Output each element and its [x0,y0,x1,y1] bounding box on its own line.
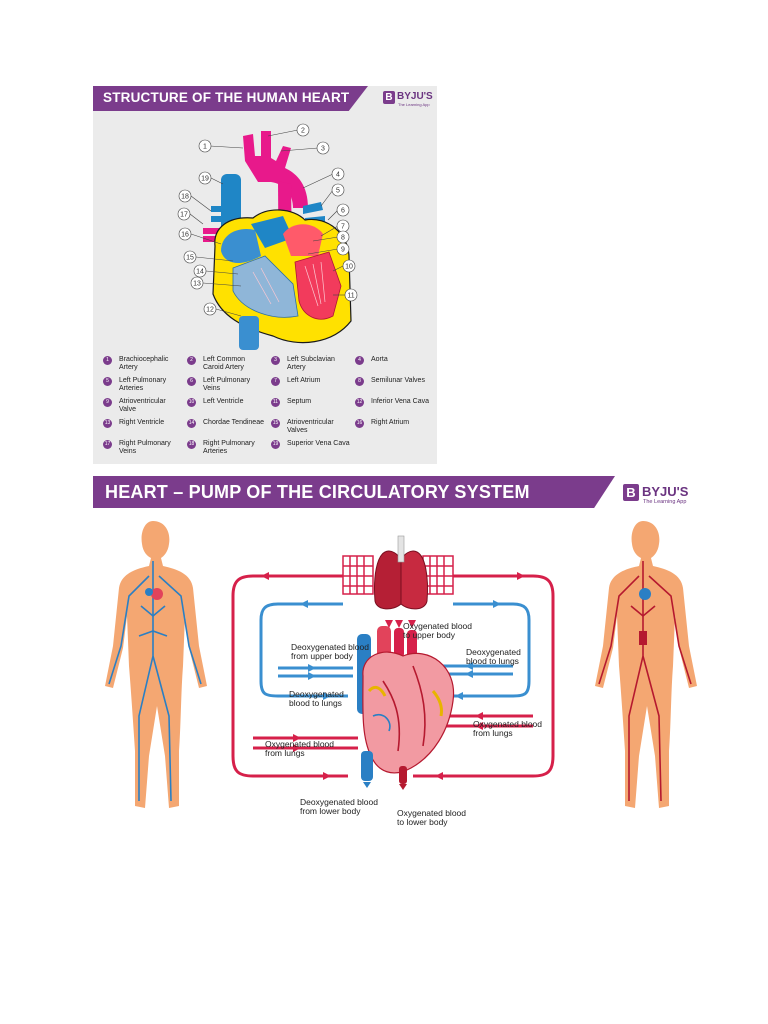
callout-5: 5 [336,188,340,195]
callout-14: 14 [196,269,204,276]
legend-number-badge: 10 [187,398,196,407]
heart-illustration [357,620,455,790]
legend-label: Chordae Tendineae [203,419,264,426]
red-flow-arrows [261,572,525,780]
legend-label: Semilunar Valves [371,377,425,384]
callout-1: 1 [203,144,207,151]
legend-number-badge: 11 [271,398,280,407]
legend-number-badge: 9 [103,398,112,407]
callout-10: 10 [345,264,353,271]
legend-number-badge: 16 [355,419,364,428]
legend-number-badge: 15 [271,419,280,428]
legend-number-badge: 13 [103,419,112,428]
callout-6: 6 [341,208,345,215]
left-pulmonary-arteries [303,202,325,224]
callout-markers [177,123,358,317]
body-arteries-figure [595,521,697,808]
legend-label: Atrioventricular Valves [287,419,334,434]
callout-8: 8 [341,235,345,242]
logo-mark: B [623,484,639,501]
inferior-vena-cava [239,316,259,350]
legend-number-badge: 12 [355,398,364,407]
left-ventricle [294,251,342,320]
legend-label: Right Ventricle [119,419,165,426]
right-ventricle [232,255,299,318]
chordae-tendineae [252,261,326,307]
logo-name: BYJU'S [397,91,433,102]
callout-17: 17 [180,212,188,219]
callout-12: 12 [206,307,214,314]
legend-number-badge: 2 [187,356,196,365]
legend-number-badge: 19 [271,440,280,449]
legend-number-badge: 4 [355,356,364,365]
legend-number-badge: 18 [187,440,196,449]
legend-label: Left Pulmonary Veins [203,377,251,392]
logo-tagline: The Learning App [398,102,430,107]
callout-16: 16 [181,232,189,239]
callout-13: 13 [193,281,201,288]
callout-4: 4 [336,172,340,179]
legend-number-badge: 6 [187,377,196,386]
logo-mark: B [383,91,395,104]
body-veins-figure [105,521,207,808]
legend-label: Left Subclavian Artery [287,356,335,371]
legend-label: Left Atrium [287,377,321,384]
legend-label: Right Atrium [371,419,410,426]
legend-number-badge: 3 [271,356,280,365]
heart-structure-panel: STRUCTURE OF THE HUMAN HEART B BYJU'S Th… [93,86,437,464]
legend-number-badge: 1 [103,356,112,365]
circulation-diagram [105,521,697,808]
callout-15: 15 [186,255,194,262]
callout-3: 3 [321,146,325,153]
lung-capillaries [342,555,454,595]
callout-numbers: 1 2 3 4 5 6 7 8 9 10 11 12 13 14 15 16 1… [180,128,355,314]
callout-19: 19 [201,176,209,183]
legend-label: Superior Vena Cava [287,440,350,447]
callout-7: 7 [341,224,345,231]
heart-cross-section: 1 2 3 4 5 6 7 8 9 10 11 12 13 14 15 16 1… [177,123,358,350]
callout-18: 18 [181,194,189,201]
lungs-illustration [374,535,428,610]
panel-title: HEART – PUMP OF THE CIRCULATORY SYSTEM [105,482,530,502]
aorta-arch [243,131,308,208]
logo-name: BYJU'S [642,484,689,499]
pulmonary-trunk [251,216,293,248]
legend-label: Aorta [371,356,388,363]
panel-title: STRUCTURE OF THE HUMAN HEART [103,90,350,105]
blue-flow-arrows [300,600,501,700]
legend-label: Inferior Vena Cava [371,398,429,405]
right-pulmonary-arteries [211,206,227,222]
legend-number-badge: 5 [103,377,112,386]
legend-label: Atrioventricular Valve [119,398,166,413]
title-banner: HEART – PUMP OF THE CIRCULATORY SYSTEM [93,476,615,508]
legend-label: Left Ventricle [203,398,244,405]
legend-label: Right Pulmonary Veins [119,440,171,455]
legend-label: Brachiocephalic Artery [119,356,169,371]
legend-label: Left Pulmonary Arteries [119,377,167,392]
logo-tagline: The Learning App [643,499,687,505]
legend-number-badge: 14 [187,419,196,428]
callout-11: 11 [347,293,354,300]
legend-label: Right Pulmonary Arteries [203,440,255,455]
legend-label: Left Common Caroid Artery [203,356,246,371]
left-atrium [283,224,323,256]
legend-number-badge: 8 [355,377,364,386]
title-banner: STRUCTURE OF THE HUMAN HEART [93,86,368,111]
callout-2: 2 [301,128,305,135]
callout-9: 9 [341,247,345,254]
legend-number-badge: 17 [103,440,112,449]
circulatory-system-panel: HEART – PUMP OF THE CIRCULATORY SYSTEM B… [93,476,703,836]
legend-label: Septum [287,398,312,405]
right-atrium [221,228,261,263]
legend-number-badge: 7 [271,377,280,386]
